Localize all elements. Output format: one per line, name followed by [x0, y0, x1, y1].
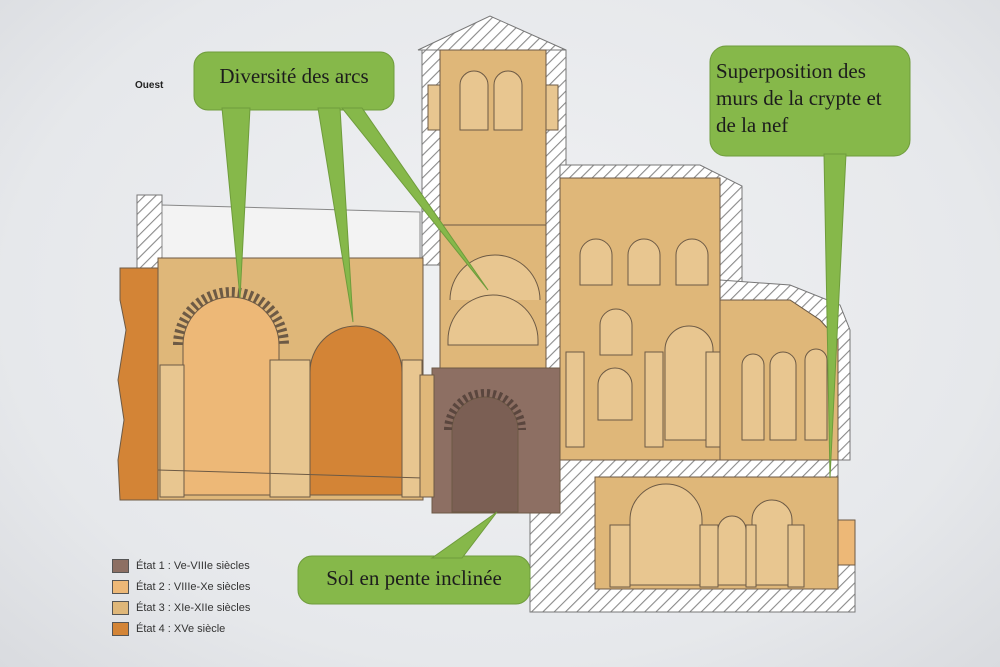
legend-label: État 2 : VIIIe-Xe siècles: [136, 580, 251, 593]
callout-superposition-shape: [709, 45, 911, 479]
legend: État 1 : Ve-VIIIe siècles État 2 : VIIIe…: [112, 555, 250, 639]
legend-swatch: [112, 600, 129, 615]
callout-sol-text: Sol en pente inclinée: [326, 566, 502, 590]
legend-swatch: [112, 558, 129, 573]
callout-sol-shape: [297, 511, 531, 605]
direction-label: Ouest: [135, 80, 164, 91]
legend-item-etat4: État 4 : XVe siècle: [112, 618, 250, 639]
legend-item-etat1: État 1 : Ve-VIIIe siècles: [112, 555, 250, 576]
legend-swatch: [112, 579, 129, 594]
legend-label: État 1 : Ve-VIIIe siècles: [136, 559, 250, 572]
legend-item-etat3: État 3 : XIe-XIIe siècles: [112, 597, 250, 618]
callout-arcs-shape: [193, 51, 489, 323]
callout-arcs-text: Diversité des arcs: [219, 64, 369, 88]
legend-item-etat2: État 2 : VIIIe-Xe siècles: [112, 576, 250, 597]
nave-structure: [117, 49, 856, 590]
legend-swatch: [112, 621, 129, 636]
legend-label: État 3 : XIe-XIIe siècles: [136, 601, 251, 614]
callout-superposition-text: Superposition des murs de la crypte et d…: [716, 59, 882, 137]
legend-label: État 4 : XVe siècle: [136, 622, 226, 635]
